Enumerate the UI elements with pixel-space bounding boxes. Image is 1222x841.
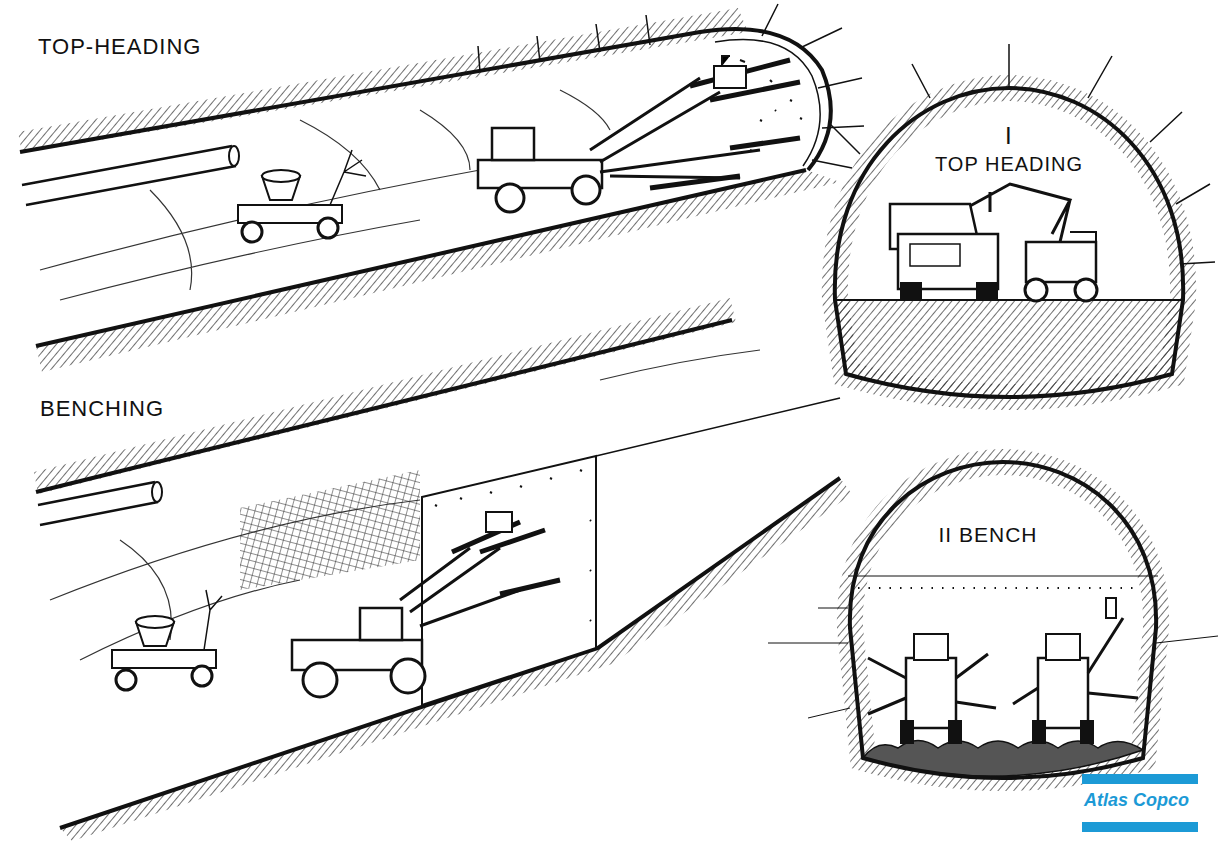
sketch-stroke — [1025, 279, 1047, 301]
sketch-stroke — [229, 146, 239, 166]
sketch-stroke — [36, 320, 732, 492]
tunnel-section: II BENCH — [838, 458, 1168, 806]
sketch-stroke — [900, 720, 914, 744]
sketch-stroke — [948, 720, 962, 744]
sketch-stroke — [34, 298, 736, 494]
sketch-stroke — [360, 608, 402, 640]
logo-bars — [1082, 774, 1198, 832]
sketch-stroke — [422, 456, 596, 705]
top-heading-section — [830, 44, 1215, 397]
section-label: I — [1005, 124, 1013, 148]
sketch-stroke — [50, 350, 760, 660]
sketch-stroke — [572, 176, 600, 204]
view-title: TOP-HEADING — [38, 36, 201, 58]
sketch-stroke — [1106, 598, 1116, 618]
section-outline-path — [850, 462, 1156, 778]
sketch-stroke — [1032, 720, 1046, 744]
sketch-stroke — [858, 587, 1138, 589]
sketch-stroke — [722, 56, 730, 66]
sketch-stroke — [116, 670, 136, 690]
sketch-stroke — [38, 482, 158, 525]
sketch-stroke — [330, 150, 366, 205]
section-outline — [838, 458, 1168, 806]
sketch-stroke — [1013, 618, 1138, 704]
sketch-stroke — [40, 90, 610, 300]
sketch-stroke — [262, 170, 300, 182]
sketch-stroke — [22, 146, 236, 205]
sketch-stroke — [910, 244, 960, 266]
sketch-stroke — [976, 282, 998, 300]
sketch-stroke — [714, 66, 746, 88]
section-label: TOP HEADING — [935, 154, 1083, 174]
sketch-stroke — [830, 44, 1215, 264]
sketch-stroke — [906, 658, 956, 728]
section-outline-path — [835, 88, 1183, 397]
sketch-stroke — [1082, 774, 1198, 784]
sketch-stroke — [435, 470, 591, 621]
sketch-stroke — [1046, 634, 1080, 660]
sketch-stroke — [900, 282, 922, 300]
sketch-stroke — [492, 128, 534, 160]
sketch-stroke — [970, 184, 1070, 242]
view-title: BENCHING — [40, 398, 164, 420]
benching-tunnel — [34, 298, 852, 841]
sketch-stroke — [204, 590, 222, 650]
sketch-stroke — [850, 462, 1156, 778]
sketch-stroke — [486, 512, 512, 532]
sketch-stroke — [835, 299, 1183, 301]
sketch-stroke — [835, 88, 1183, 397]
sketch-stroke — [36, 170, 840, 372]
sketch-stroke — [318, 218, 338, 238]
section-label: II BENCH — [939, 524, 1038, 545]
sketch-stroke — [391, 659, 425, 693]
sketch-stroke — [136, 616, 174, 628]
sketch-stroke — [863, 741, 1143, 777]
sketch-stroke — [152, 482, 162, 502]
sketch-stroke — [1026, 242, 1096, 282]
top-heading-tunnel — [18, 4, 864, 372]
sketch-stroke — [496, 184, 524, 212]
sketch-stroke — [1082, 822, 1198, 832]
sketch-stroke — [1075, 279, 1097, 301]
tunnel-section: I TOP HEADING — [820, 84, 1198, 424]
sketch-stroke — [868, 654, 996, 714]
brand-logo: Atlas Copco — [1084, 791, 1189, 809]
sketch-stroke — [914, 634, 948, 660]
sketch-stroke — [242, 222, 262, 242]
sketch-stroke — [192, 666, 212, 686]
sketch-stroke — [240, 470, 420, 590]
sketch-stroke — [303, 663, 337, 697]
bench-section — [768, 462, 1218, 778]
sketch-stroke — [400, 548, 520, 626]
sketch-stroke — [898, 234, 998, 289]
sketch-stroke — [848, 576, 1158, 577]
sketch-stroke — [1038, 658, 1088, 728]
sketch-stroke — [596, 398, 840, 456]
sketch-stroke — [650, 60, 800, 188]
sketch-stroke — [478, 4, 864, 168]
sketch-stroke — [1080, 720, 1094, 744]
sketch-stroke — [1070, 232, 1096, 256]
